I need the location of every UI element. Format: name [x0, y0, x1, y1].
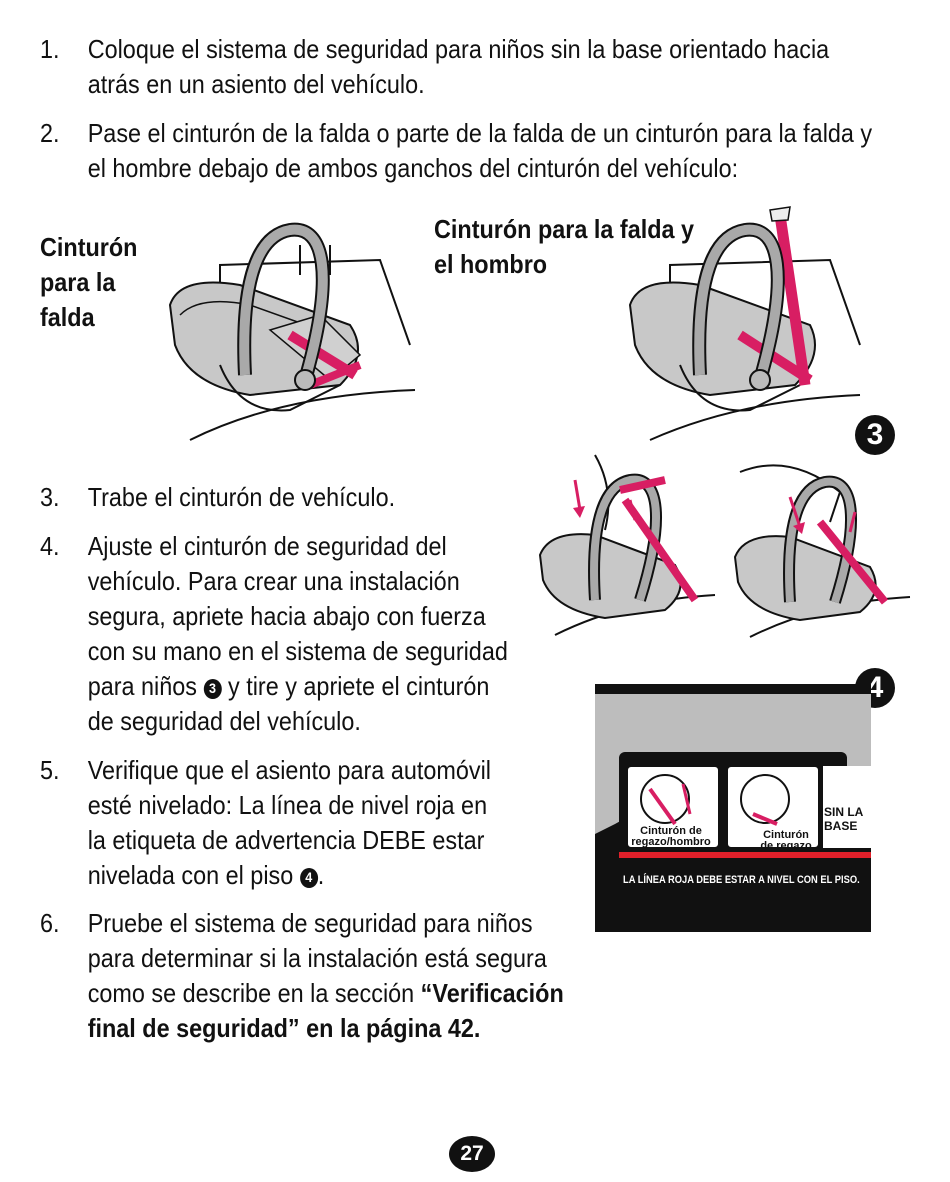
step-number: 2.: [40, 118, 60, 148]
tighten-belt-illustration-left: [538, 454, 716, 636]
caption-line: falda: [40, 302, 95, 332]
section-reference: final de seguridad” en la página 42.: [87, 1013, 481, 1043]
step-number: 4.: [40, 531, 60, 561]
figure-3-badge: 3: [855, 415, 895, 455]
step-text-part: como se describe en la sección: [87, 978, 415, 1008]
step-text: Coloque el sistema de seguridad para niñ…: [87, 34, 830, 64]
label-caption-line: Cinturón: [763, 829, 809, 841]
step-text-part: y tire y apriete el cinturón: [228, 671, 490, 701]
step-text-part: nivelada con el piso: [87, 860, 294, 890]
label-caption-lap-shoulder: Cinturón de regazo/hombro: [623, 826, 719, 848]
step-text: nivelada con el piso 4.: [88, 858, 491, 893]
warning-label-illustration: Cinturón de regazo/hombro Cinturón de re…: [595, 684, 871, 932]
caption-lap-belt: Cinturón para la falda: [40, 230, 137, 335]
step-text: para determinar si la instalación está s…: [87, 943, 547, 973]
figure-3-reference-badge: 3: [203, 678, 222, 699]
lap-shoulder-belt-car-seat-illustration: [628, 206, 861, 441]
step-text: con su mano en el sistema de seguridad: [87, 636, 508, 666]
step-text: Ajuste el cinturón de seguridad del: [87, 531, 447, 561]
step-text: esté nivelado: La línea de nivel roja en: [87, 790, 488, 820]
caption-line: el hombro: [434, 249, 548, 279]
step-number: 1.: [40, 34, 60, 64]
label-caption-lap: Cinturón de regazo: [753, 830, 819, 852]
step-text: como se describe en la sección “Verifica…: [88, 976, 564, 1011]
step-text-part: .: [317, 860, 325, 890]
step-text-part: para niños: [87, 671, 197, 701]
step-text: el hombre debajo de ambos ganchos del ci…: [87, 153, 739, 183]
caption-lap-shoulder-belt: Cinturón para la falda y el hombro: [434, 212, 694, 282]
step-text: segura, apriete hacia abajo con fuerza: [87, 601, 486, 631]
step-text: vehículo. Para crear una instalación: [87, 566, 460, 596]
label-caption-line: regazo/hombro: [631, 836, 711, 848]
label-side-line: SIN LA: [824, 805, 864, 819]
figure-4-reference-badge: 4: [299, 867, 318, 888]
label-side-line: BASE: [824, 819, 858, 833]
step-text: para niños 3 y tire y apriete el cinturó…: [88, 669, 508, 704]
caption-line: para la: [40, 267, 116, 297]
section-reference: “Verificación: [420, 978, 564, 1008]
step-text: la etiqueta de advertencia DEBE estar: [87, 825, 485, 855]
step-text: Pase el cinturón de la falda o parte de …: [87, 118, 873, 148]
warning-label-graphic: [595, 684, 871, 932]
label-caption-line: de regazo: [760, 840, 812, 852]
label-caption-line: Cinturón de: [640, 825, 702, 837]
tighten-belt-illustration-right: [733, 464, 911, 638]
step-number: 6.: [40, 908, 60, 938]
step-text: de seguridad del vehículo.: [87, 706, 361, 736]
step-text: atrás en un asiento del vehículo.: [87, 69, 425, 99]
step-number: 3.: [40, 482, 60, 512]
label-side-text: SIN LA BASE: [824, 805, 863, 833]
lap-belt-car-seat-illustration: [168, 222, 416, 441]
step-text: Verifique que el asiento para automóvil: [87, 755, 491, 785]
level-line-text: LA LÍNEA ROJA DEBE ESTAR A NIVEL CON EL …: [623, 874, 860, 886]
caption-line: Cinturón para la falda y: [434, 214, 695, 244]
step-text: Trabe el cinturón de vehículo.: [87, 482, 396, 512]
caption-line: Cinturón: [40, 232, 138, 262]
step-text: Pruebe el sistema de seguridad para niño…: [87, 908, 533, 938]
page-number: 27: [449, 1136, 495, 1172]
step-number: 5.: [40, 755, 60, 785]
